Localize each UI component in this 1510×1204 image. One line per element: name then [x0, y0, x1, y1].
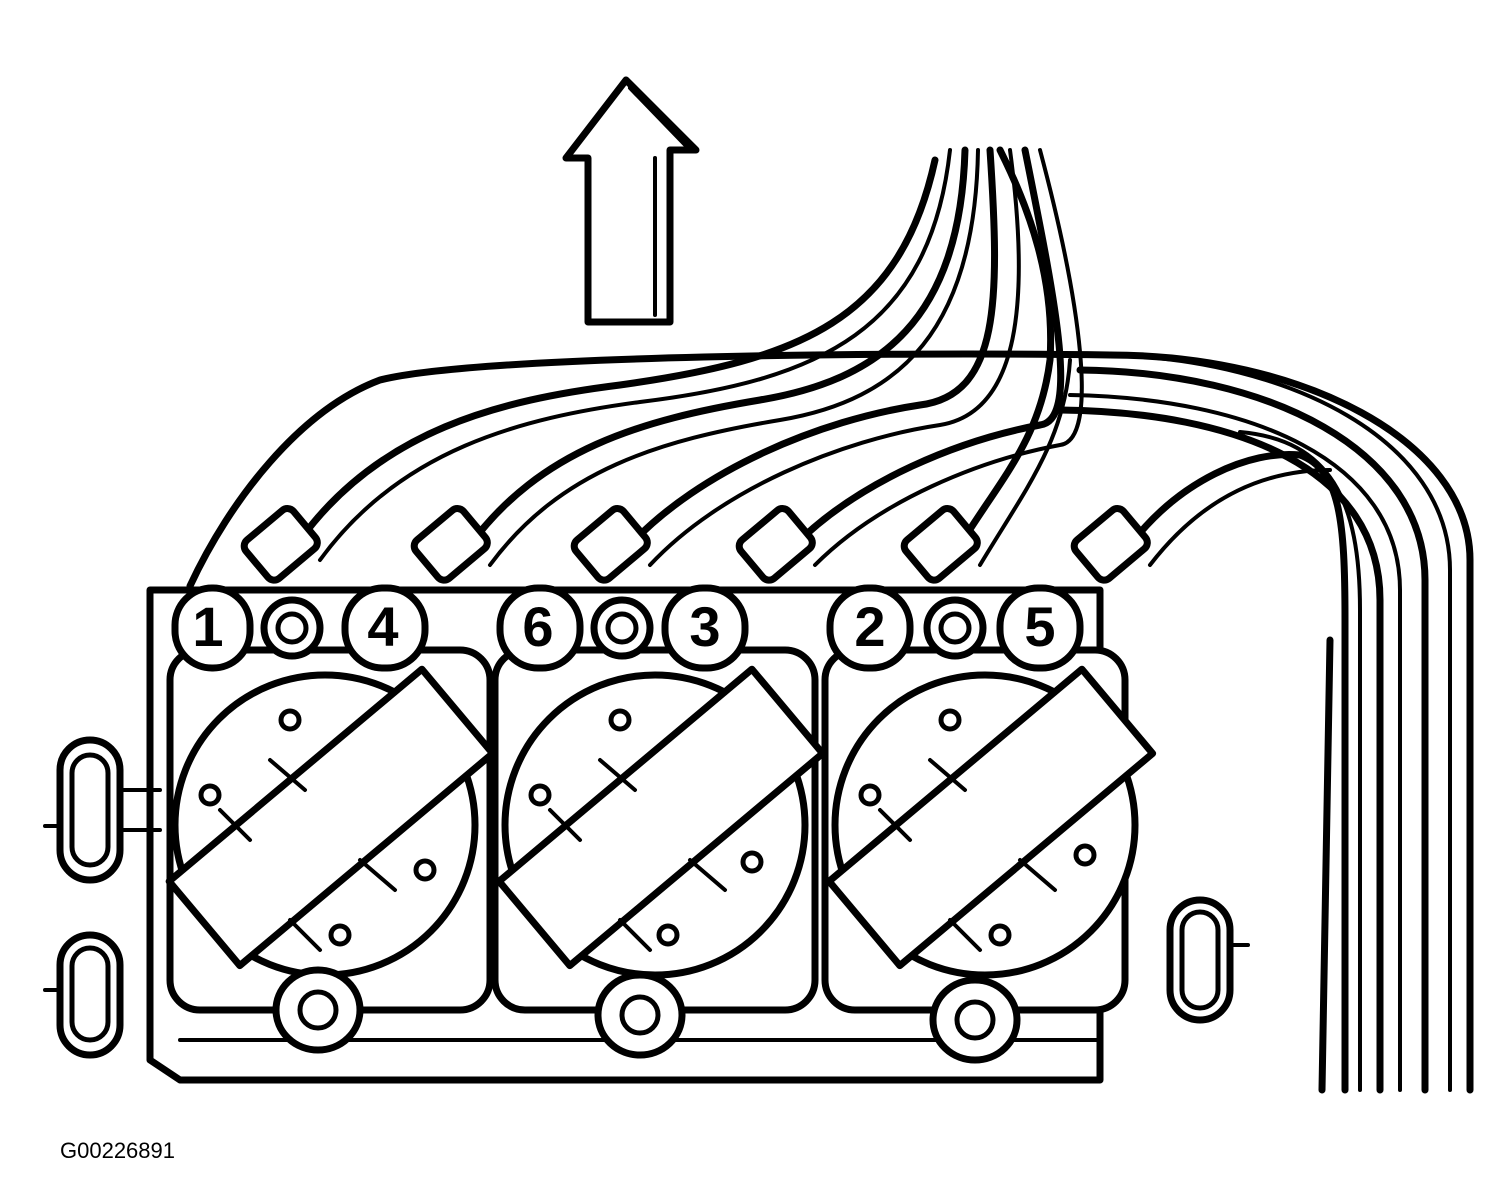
cylinder-label-front-left: 1 [192, 595, 223, 658]
coil-pack-rear [821, 646, 1157, 1064]
cylinder-label-front-right: 4 [367, 595, 398, 658]
plug-wire-boots [240, 505, 1151, 584]
electrical-connector-right [1166, 896, 1250, 1024]
cylinder-label-rear-right: 5 [1024, 595, 1055, 658]
spark-plug-wire-harness [186, 146, 1474, 1094]
coil-pack-middle [491, 646, 827, 1059]
cylinder-label-middle-right: 3 [689, 595, 720, 658]
electrical-connector-lower [43, 931, 124, 1059]
cylinder-label-rear-left: 2 [854, 595, 885, 658]
cylinder-label-middle-left: 6 [522, 595, 553, 658]
forward-direction-arrow-icon [562, 76, 700, 326]
coil-pack-front [165, 646, 497, 1054]
figure-code: G00226891 [60, 1138, 175, 1163]
electrical-connector-upper [43, 736, 162, 884]
coil-terminal-towers [171, 584, 1084, 672]
